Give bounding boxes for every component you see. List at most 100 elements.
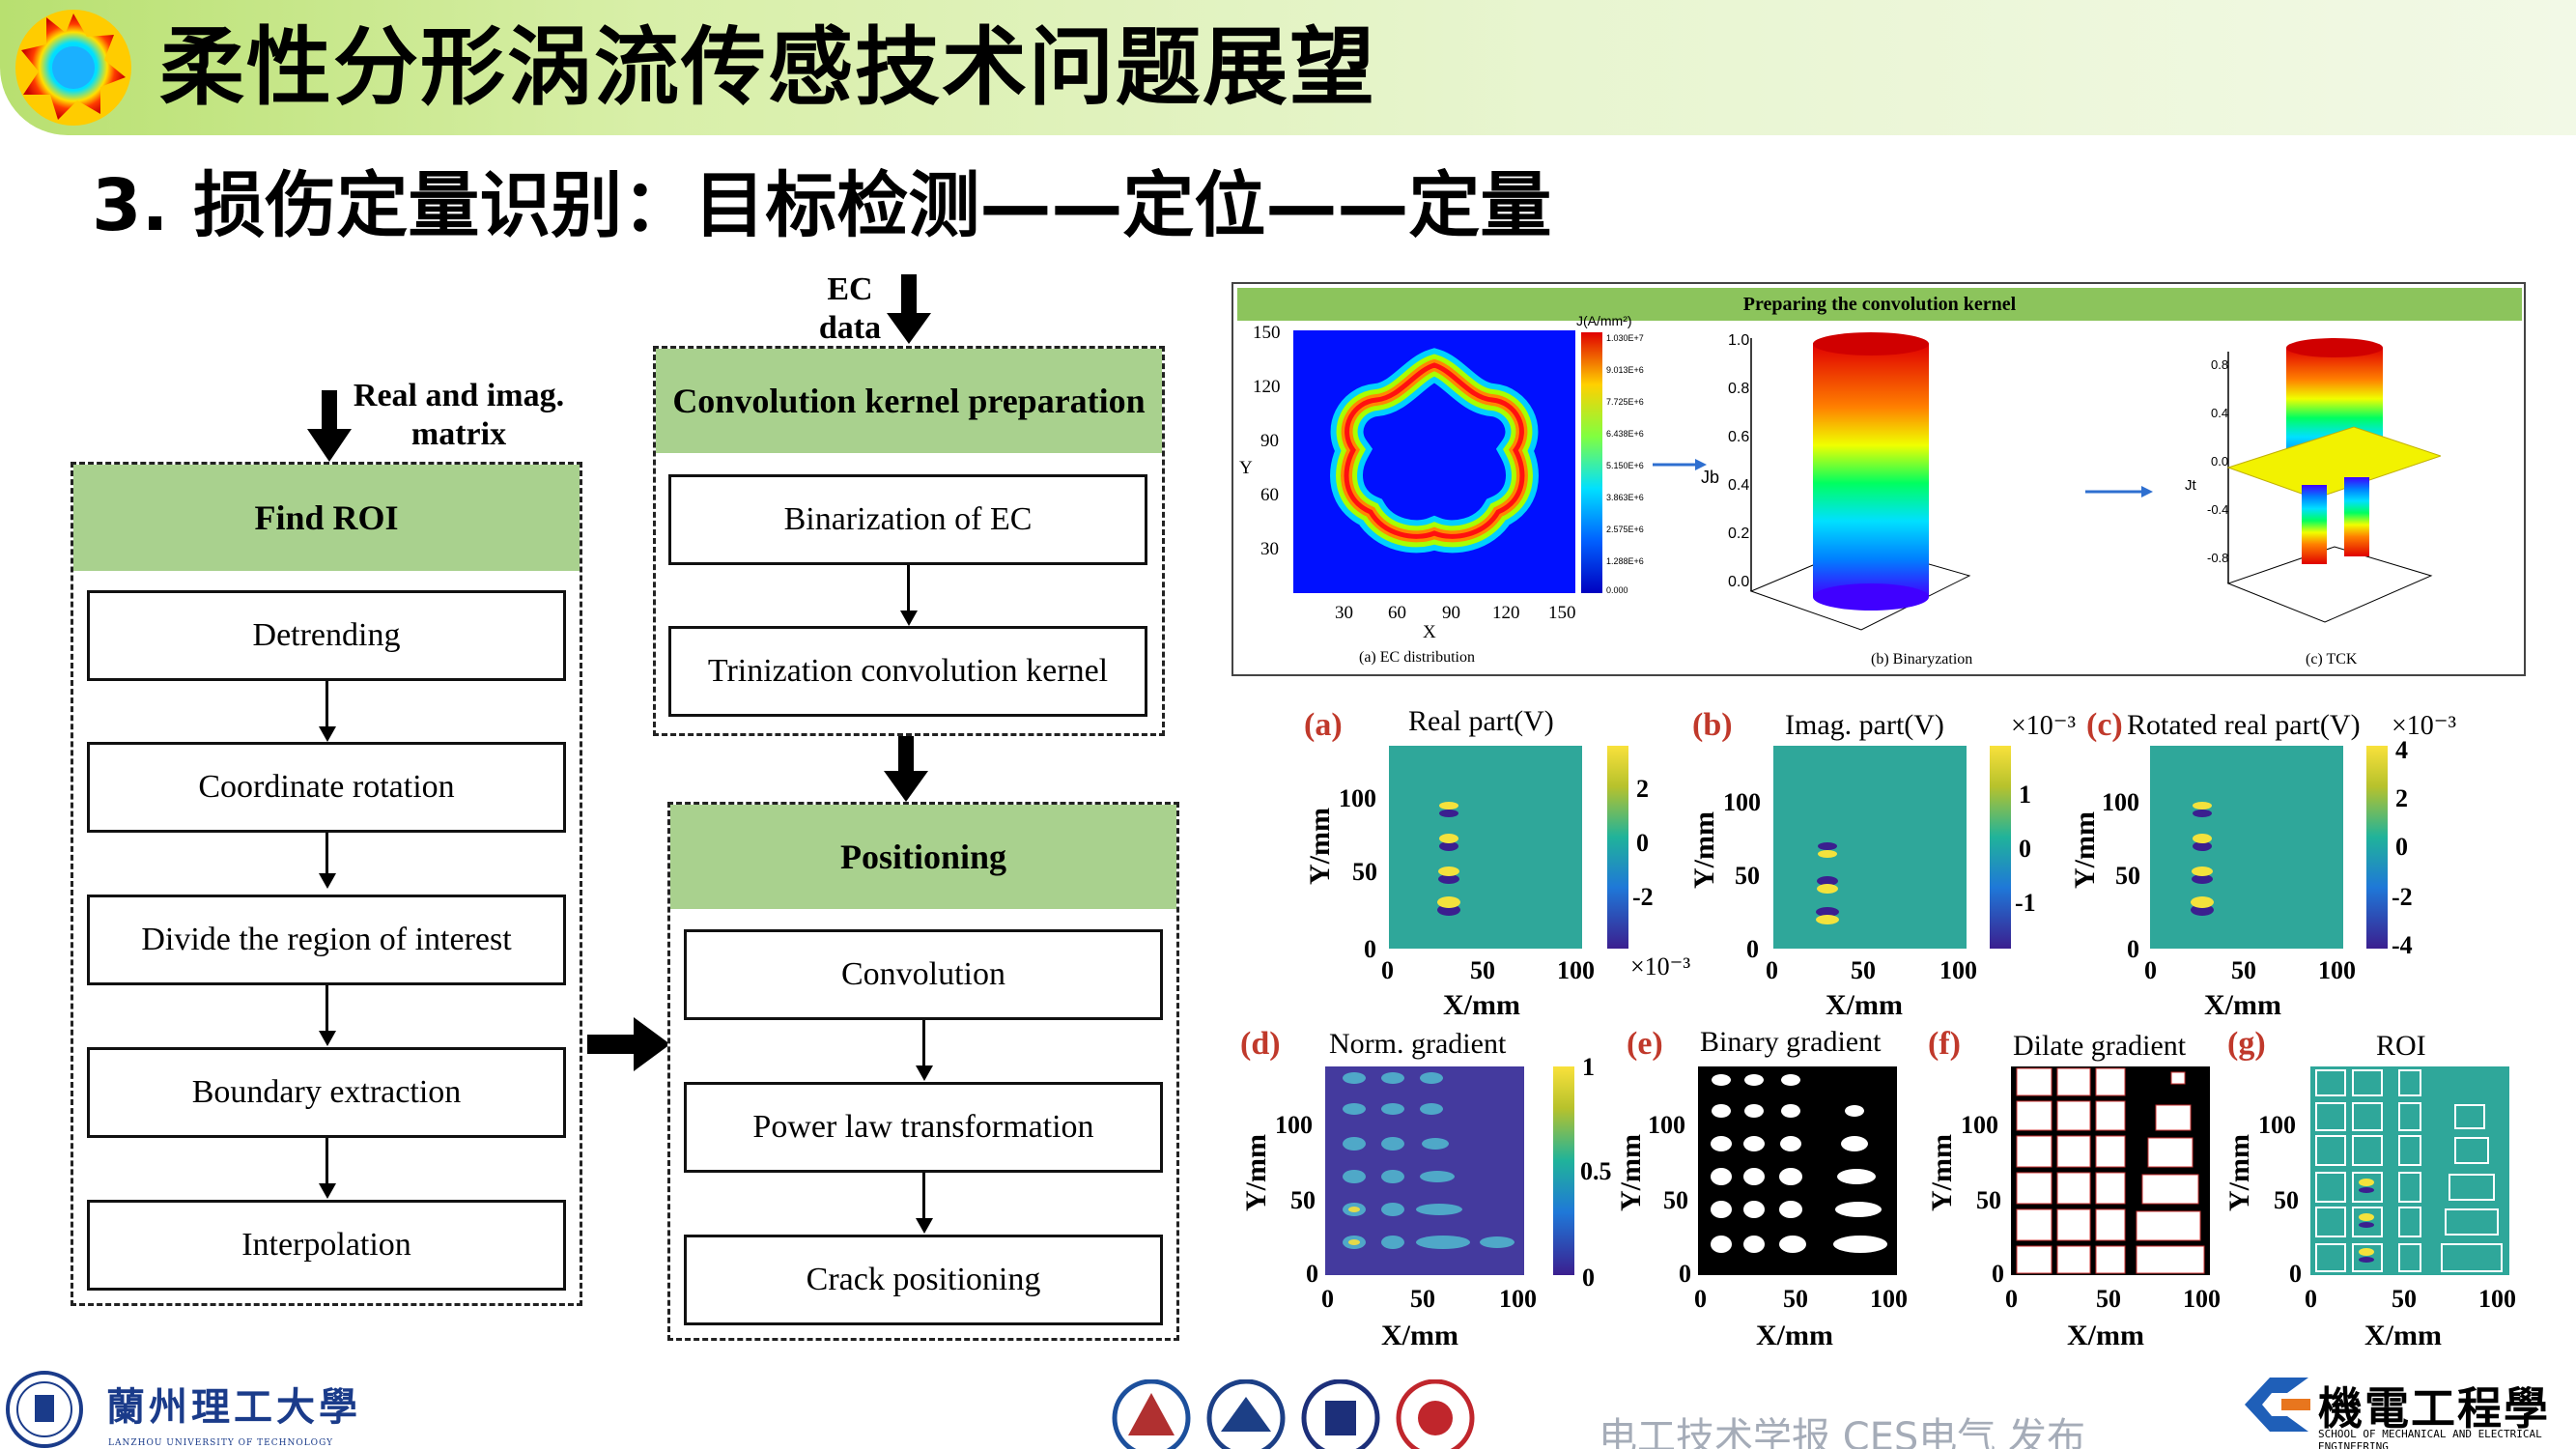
tick: 0: [2289, 1260, 2302, 1288]
roi-image: [2310, 1066, 2509, 1275]
binaryzation-3d-plot: [1749, 332, 1971, 631]
tick: 60: [1388, 603, 1406, 623]
tick: 120: [1253, 377, 1281, 397]
section-subtitle: 3. 损伤定量识别：目标检测——定位——定量: [92, 164, 1552, 247]
publisher-credit: 电工技术学报 CES电气 发布: [1599, 1415, 2086, 1449]
scale-label: ×10⁻³: [1630, 952, 1691, 980]
tick: 9.013E+6: [1606, 365, 1644, 375]
tick: 50: [2115, 862, 2140, 890]
tick: 0: [1992, 1260, 2004, 1288]
axis-label: Y/mm: [1926, 1134, 1958, 1211]
tick: 0: [2005, 1285, 2018, 1313]
tick: 100: [1648, 1111, 1685, 1139]
tick: 100: [2102, 788, 2139, 816]
find-roi-header: Find ROI: [73, 465, 580, 571]
tick: 0: [2305, 1285, 2317, 1313]
arrow-head-icon: [900, 611, 918, 626]
tick: -2: [1632, 883, 1654, 911]
axis-label: Y/mm: [1615, 1134, 1647, 1211]
kernel-figure-panel: Preparing the convolution kernel 150 120…: [1231, 282, 2526, 676]
scale-label: ×10⁻³: [2392, 711, 2456, 741]
tick: 0: [1746, 935, 1759, 963]
down-arrow-icon: [887, 274, 931, 344]
step-power-law: Power law transformation: [684, 1082, 1163, 1173]
tick: 50: [1976, 1186, 2001, 1214]
tick: 1.030E+7: [1606, 333, 1644, 343]
subplot-title: Rotated real part(V): [2127, 709, 2361, 741]
tick: 100: [2258, 1111, 2296, 1139]
arrow-head-icon: [319, 1183, 336, 1199]
connector: [922, 1173, 925, 1221]
axis-label: X/mm: [1826, 989, 1903, 1021]
tick: -1: [2015, 889, 2036, 917]
tick: 50: [1470, 956, 1495, 984]
tick: 30: [1260, 539, 1279, 559]
down-arrow-icon: [884, 736, 928, 802]
tick: 90: [1442, 603, 1460, 623]
tick: 50: [1783, 1285, 1808, 1313]
step-binarization: Binarization of EC: [668, 474, 1147, 565]
tick: 30: [1335, 603, 1353, 623]
subplot-title: Binary gradient: [1700, 1026, 1882, 1058]
step-crack-positioning: Crack positioning: [684, 1235, 1163, 1325]
tick: 50: [2392, 1285, 2417, 1313]
school-logo-icon: [2245, 1378, 2310, 1432]
tick: 50: [1851, 956, 1876, 984]
university-name-en: LANZHOU UNIVERSITY OF TECHNOLOGY: [108, 1438, 334, 1448]
tick: 0: [2395, 833, 2408, 861]
axis-label: Y/mm: [1240, 1134, 1272, 1211]
step-interpolation: Interpolation: [87, 1200, 566, 1291]
connector: [326, 985, 328, 1034]
subplot-label: (b): [1692, 707, 1733, 743]
tick: -2: [2392, 883, 2413, 911]
tick: 50: [1735, 862, 1760, 890]
partner-logos-icon: [1112, 1379, 1475, 1449]
tick: 2.575E+6: [1606, 525, 1644, 534]
step-detrending: Detrending: [87, 590, 566, 681]
tick: 100: [1939, 956, 1977, 984]
colorbar: [1581, 332, 1602, 593]
connector: [326, 833, 328, 876]
right-arrow-icon: [587, 1017, 670, 1071]
kernel-header: Convolution kernel preparation: [656, 349, 1162, 453]
axis-label: Y/mm: [1688, 811, 1720, 889]
tick: 150: [1548, 603, 1576, 623]
tick: 150: [1253, 323, 1281, 343]
tick: 90: [1260, 431, 1279, 451]
scale-label: ×10⁻³: [2011, 711, 2076, 741]
tick: 0: [1766, 956, 1778, 984]
dilate-gradient-image: [2011, 1066, 2210, 1275]
caption: (c) TCK: [2306, 651, 2358, 668]
roi-input-label: Real and imag. matrix: [353, 378, 565, 452]
ec-data-label: EC data: [818, 271, 882, 346]
arrow-head-icon: [916, 1065, 933, 1081]
fractal-logo-icon: [15, 10, 131, 126]
kernel-banner: Preparing the convolution kernel: [1237, 288, 2522, 321]
university-seal-icon: [6, 1371, 83, 1448]
tick: 100: [1870, 1285, 1908, 1313]
tick: 100: [1723, 788, 1761, 816]
axis-label: Y/mm: [2069, 811, 2101, 889]
colorbar: [2366, 746, 2388, 949]
tick: 0.6: [1728, 429, 1750, 445]
step-boundary-extraction: Boundary extraction: [87, 1047, 566, 1138]
down-arrow-icon: [307, 390, 352, 462]
tick: 60: [1260, 485, 1279, 505]
tick: 2: [1636, 775, 1649, 803]
subplot-title: Norm. gradient: [1329, 1028, 1507, 1060]
tick: 50: [2231, 956, 2256, 984]
subplot-title: Imag. part(V): [1785, 709, 1944, 741]
subplot-title: ROI: [2376, 1030, 2426, 1062]
tick: 0.4: [2211, 406, 2229, 420]
school-name: 機電工程學院: [2318, 1382, 2550, 1449]
tick: 50: [2096, 1285, 2121, 1313]
school-name-en: SCHOOL OF MECHANICAL AND ELECTRICAL ENGI…: [2318, 1428, 2542, 1449]
tick: 100: [2318, 956, 2356, 984]
connector: [326, 1138, 328, 1186]
colorbar: [1553, 1066, 1574, 1275]
tick: 50: [2274, 1186, 2299, 1214]
tick: 100: [1339, 784, 1376, 812]
tick: 0.8: [2211, 357, 2229, 372]
tick: 0: [1679, 1260, 1691, 1288]
tick: -0.4: [2207, 502, 2229, 517]
